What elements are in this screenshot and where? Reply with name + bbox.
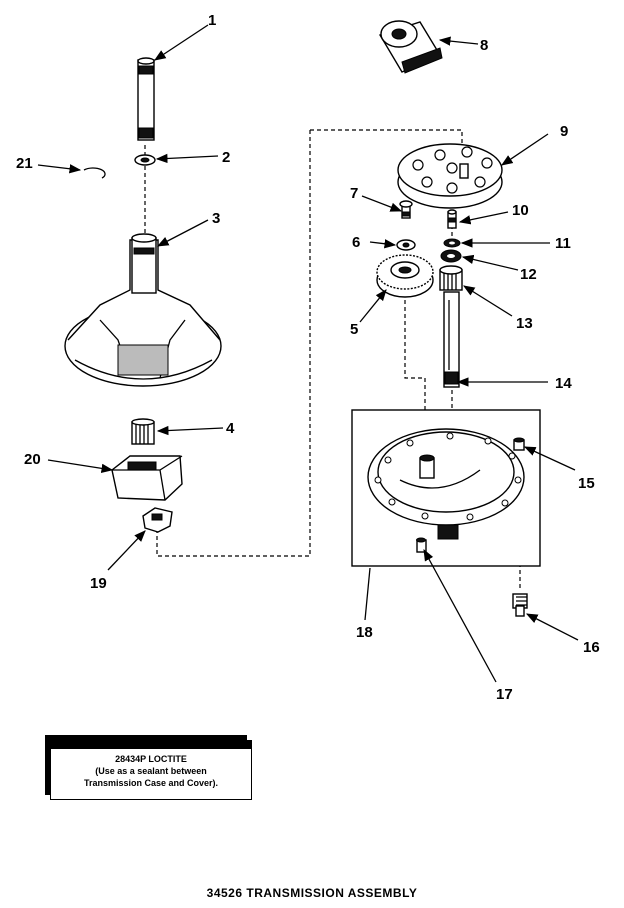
callout-7: 7 bbox=[350, 185, 358, 202]
callout-13: 13 bbox=[516, 315, 533, 332]
part-4-pinion-gear bbox=[131, 418, 155, 445]
callout-6: 6 bbox=[352, 234, 360, 251]
callout-4: 4 bbox=[226, 420, 235, 437]
callout-17: 17 bbox=[496, 686, 513, 703]
note-line-1: 28434P LOCTITE bbox=[115, 754, 187, 764]
part-19-small-block bbox=[142, 507, 173, 533]
part-11-washer bbox=[443, 238, 461, 248]
note-line-2: (Use as a sealant between bbox=[95, 766, 207, 776]
part-17-pin bbox=[416, 537, 427, 553]
callout-1: 1 bbox=[208, 12, 216, 29]
loctite-note: 28434P LOCTITE (Use as a sealant between… bbox=[50, 740, 252, 800]
callout-5: 5 bbox=[350, 321, 358, 338]
part-2-washer bbox=[134, 154, 156, 166]
assembly-title: 34526 TRANSMISSION ASSEMBLY bbox=[207, 886, 418, 900]
callout-10: 10 bbox=[512, 202, 529, 219]
part-7-screw bbox=[399, 200, 413, 219]
part-18-cover bbox=[351, 409, 541, 567]
part-6-washer bbox=[396, 239, 416, 251]
part-12-washer bbox=[440, 249, 462, 263]
callout-15: 15 bbox=[578, 475, 595, 492]
callout-numbers: 1 2 3 4 5 6 7 8 9 10 11 12 13 14 15 16 1… bbox=[16, 12, 600, 703]
callout-11: 11 bbox=[555, 235, 571, 252]
callout-leaders bbox=[37, 24, 579, 683]
callout-21: 21 bbox=[16, 155, 33, 172]
callout-3: 3 bbox=[212, 210, 220, 227]
part-21-ring-clip bbox=[83, 167, 106, 179]
callout-16: 16 bbox=[583, 639, 600, 656]
part-13-small-gear bbox=[439, 265, 463, 291]
part-3-transmission-case bbox=[64, 233, 222, 387]
part-16-bolt bbox=[512, 593, 528, 617]
part-14-shaft bbox=[443, 291, 460, 388]
callout-2: 2 bbox=[222, 149, 230, 166]
note-line-3: Transmission Case and Cover). bbox=[83, 778, 219, 788]
part-1-shaft bbox=[137, 57, 155, 141]
callout-9: 9 bbox=[560, 123, 568, 140]
part-20-block bbox=[111, 455, 183, 501]
callout-8: 8 bbox=[480, 37, 488, 54]
callout-12: 12 bbox=[520, 266, 537, 283]
callout-18: 18 bbox=[356, 624, 373, 641]
callout-19: 19 bbox=[90, 575, 107, 592]
part-15-plug bbox=[513, 437, 525, 451]
callout-14: 14 bbox=[555, 375, 572, 392]
part-8-bushing bbox=[378, 20, 443, 74]
part-9-pulley bbox=[397, 143, 503, 209]
part-5-large-gear bbox=[376, 254, 434, 298]
part-10-pin bbox=[447, 209, 457, 229]
callout-20: 20 bbox=[24, 451, 41, 468]
